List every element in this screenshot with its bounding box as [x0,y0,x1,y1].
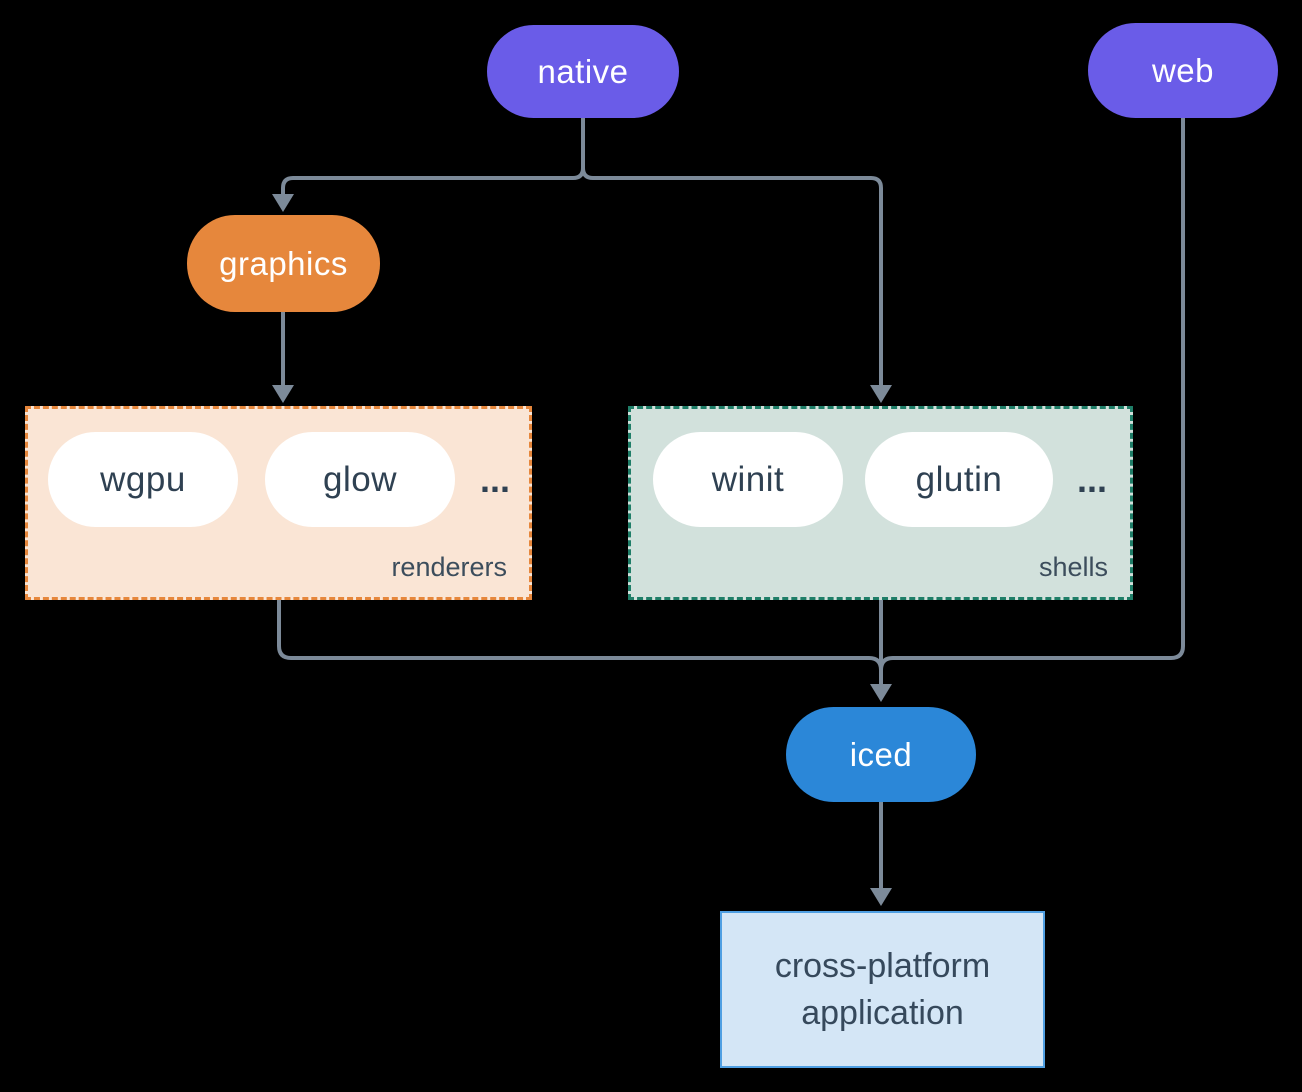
renderers-group-label: renderers [391,552,507,582]
shells-ellipsis: ... [1076,458,1107,500]
node-native: native [487,25,679,118]
arrowhead-renderers [272,385,294,403]
arrowhead-iced [870,684,892,702]
node-cross-platform-application: cross-platform application [720,911,1045,1068]
node-wgpu: wgpu [48,432,238,527]
node-web-label: web [1151,51,1215,89]
app-label-line1: cross-platform [774,946,991,985]
node-glutin: glutin [865,432,1053,527]
arrowhead-app [870,888,892,906]
node-winit-label: winit [711,459,785,499]
renderers-ellipsis: ... [479,458,510,500]
node-winit: winit [653,432,843,527]
shells-group-label: shells [1038,552,1108,582]
edge-renderers-to-merge [277,598,883,686]
node-graphics: graphics [187,215,380,312]
edge-native-to-shells [581,166,883,387]
group-renderers: wgpu glow ... renderers [25,406,532,600]
node-wgpu-label: wgpu [100,459,186,499]
node-glow: glow [265,432,455,527]
arrowhead-graphics [272,194,294,212]
node-native-label: native [537,52,629,90]
edge-native-to-graphics [281,166,585,196]
node-iced-label: iced [849,735,913,773]
node-glow-label: glow [323,459,397,499]
node-graphics-label: graphics [219,244,348,282]
arrowhead-shells [870,385,892,403]
node-glutin-label: glutin [915,459,1003,499]
node-web: web [1088,23,1278,118]
app-label-line2: application [801,993,964,1032]
node-iced: iced [786,707,976,802]
group-shells: winit glutin ... shells [628,406,1133,600]
